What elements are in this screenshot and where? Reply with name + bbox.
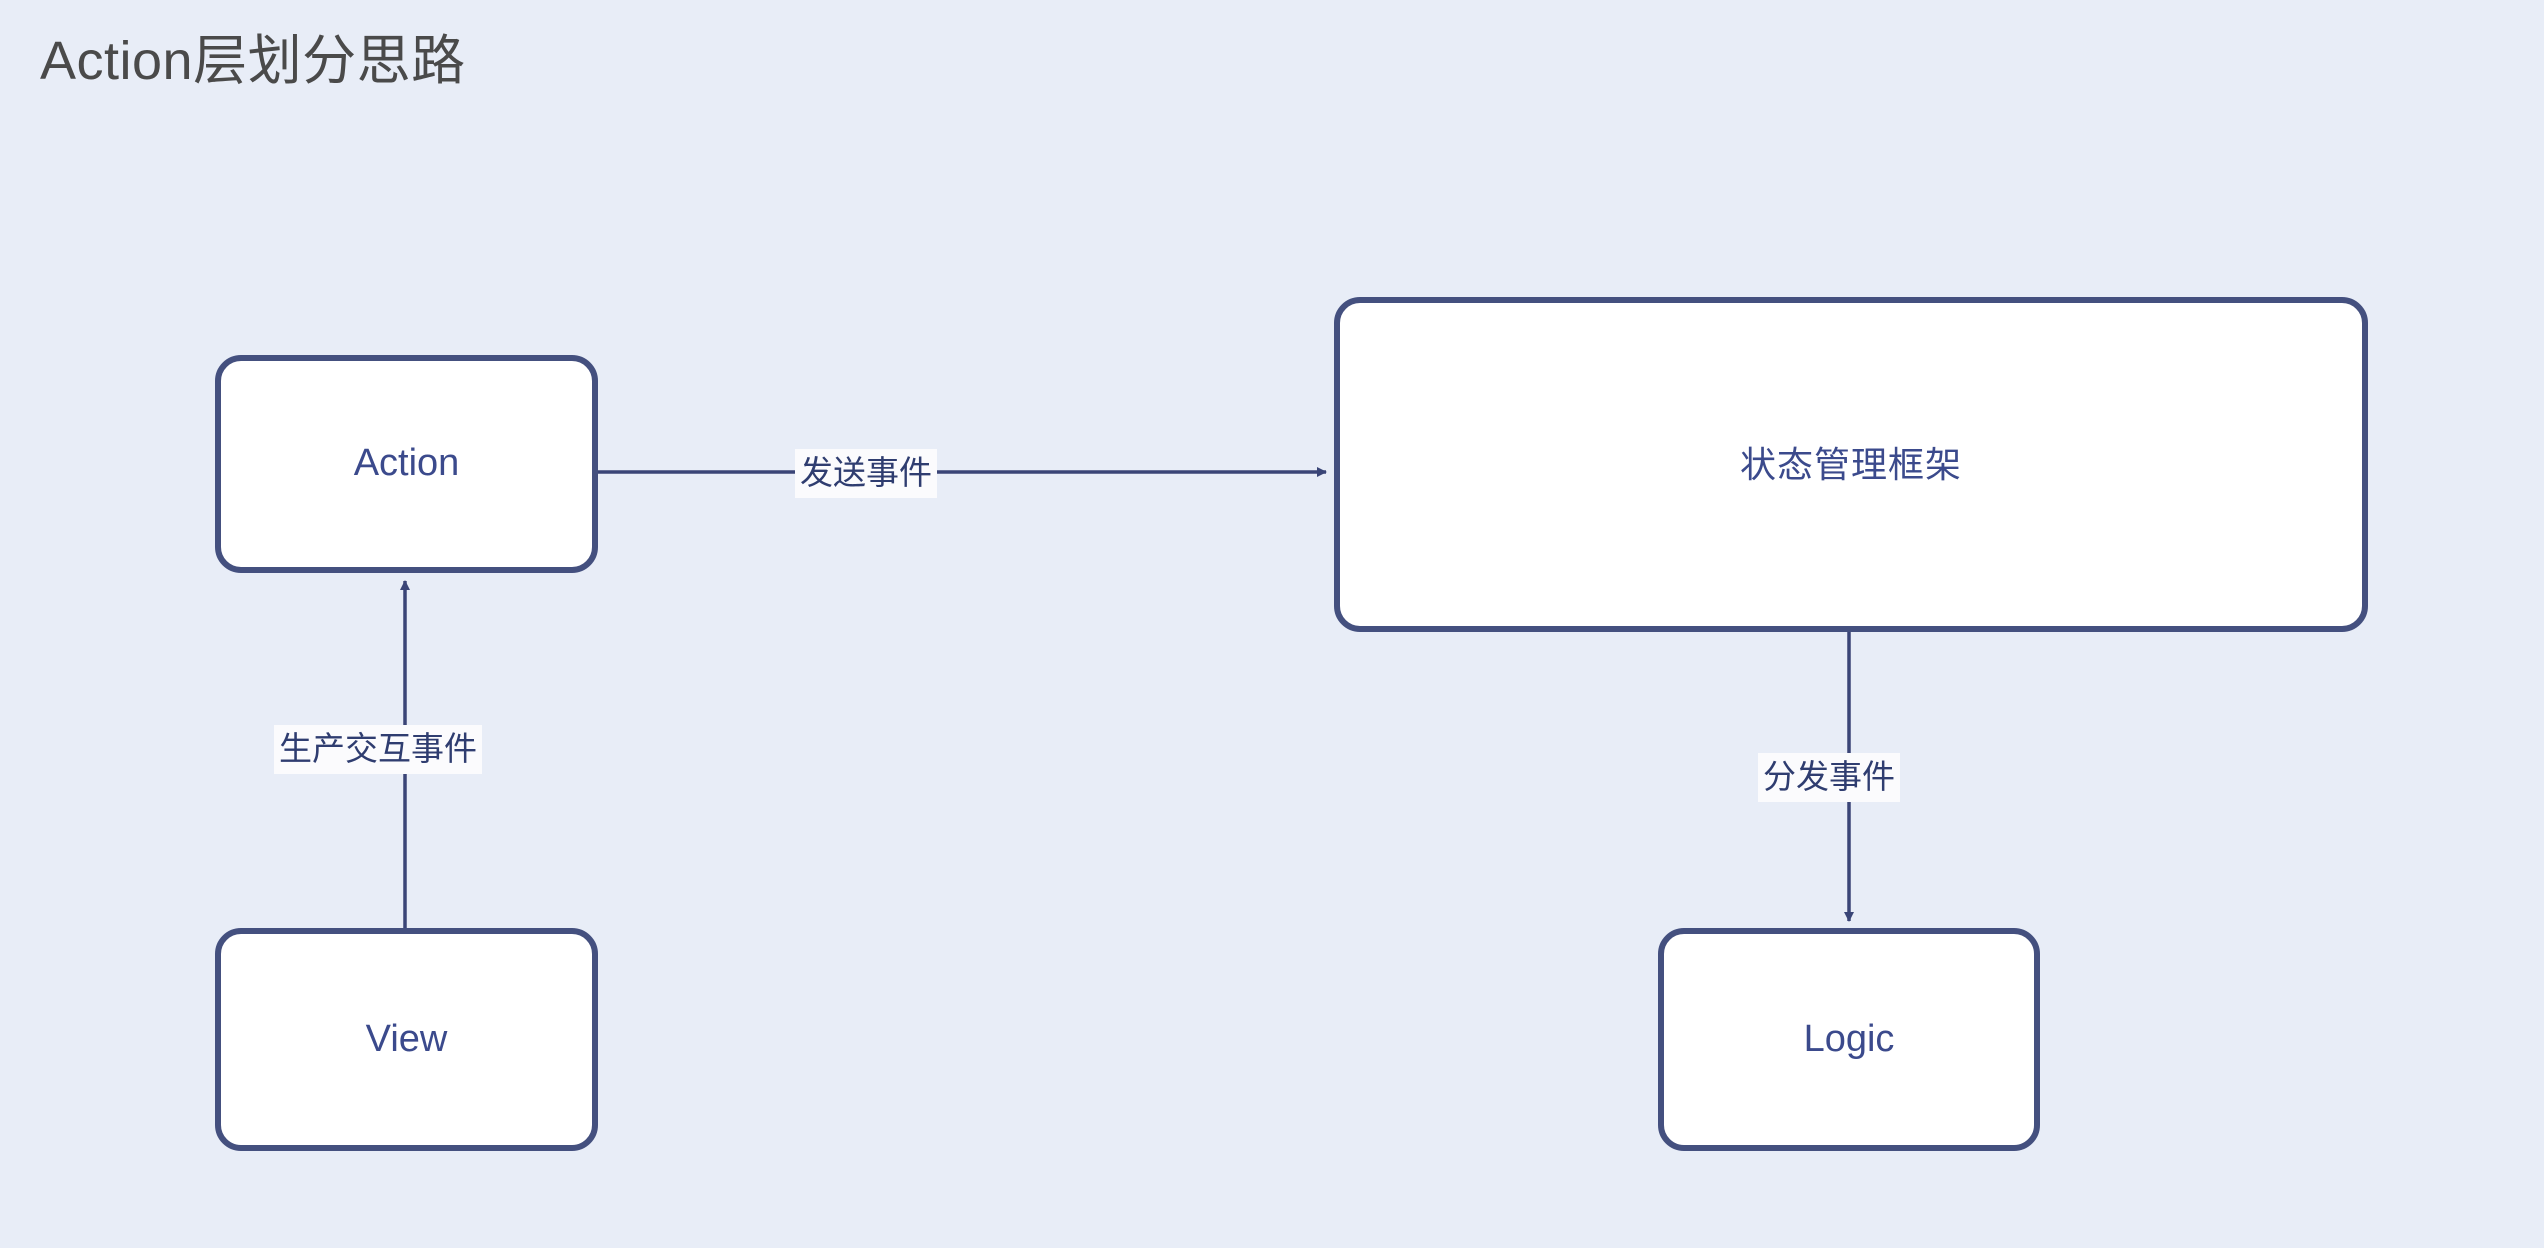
node-view-label: View [365, 1017, 448, 1060]
node-state-management-framework[interactable]: 状态管理框架 [1334, 297, 2368, 632]
page-title: Action层划分思路 [40, 31, 466, 91]
node-action-label: Action [353, 442, 460, 485]
node-logic[interactable]: Logic [1658, 928, 2040, 1151]
node-store-label: 状态管理框架 [1739, 443, 1962, 485]
node-view[interactable]: View [215, 928, 598, 1151]
edge-label-produce-event: 生产交互事件 [274, 725, 482, 774]
node-logic-label: Logic [1803, 1017, 1895, 1060]
node-action[interactable]: Action [215, 355, 598, 573]
edge-label-dispatch-event: 分发事件 [1758, 753, 1900, 802]
edge-label-send-event: 发送事件 [795, 449, 937, 498]
